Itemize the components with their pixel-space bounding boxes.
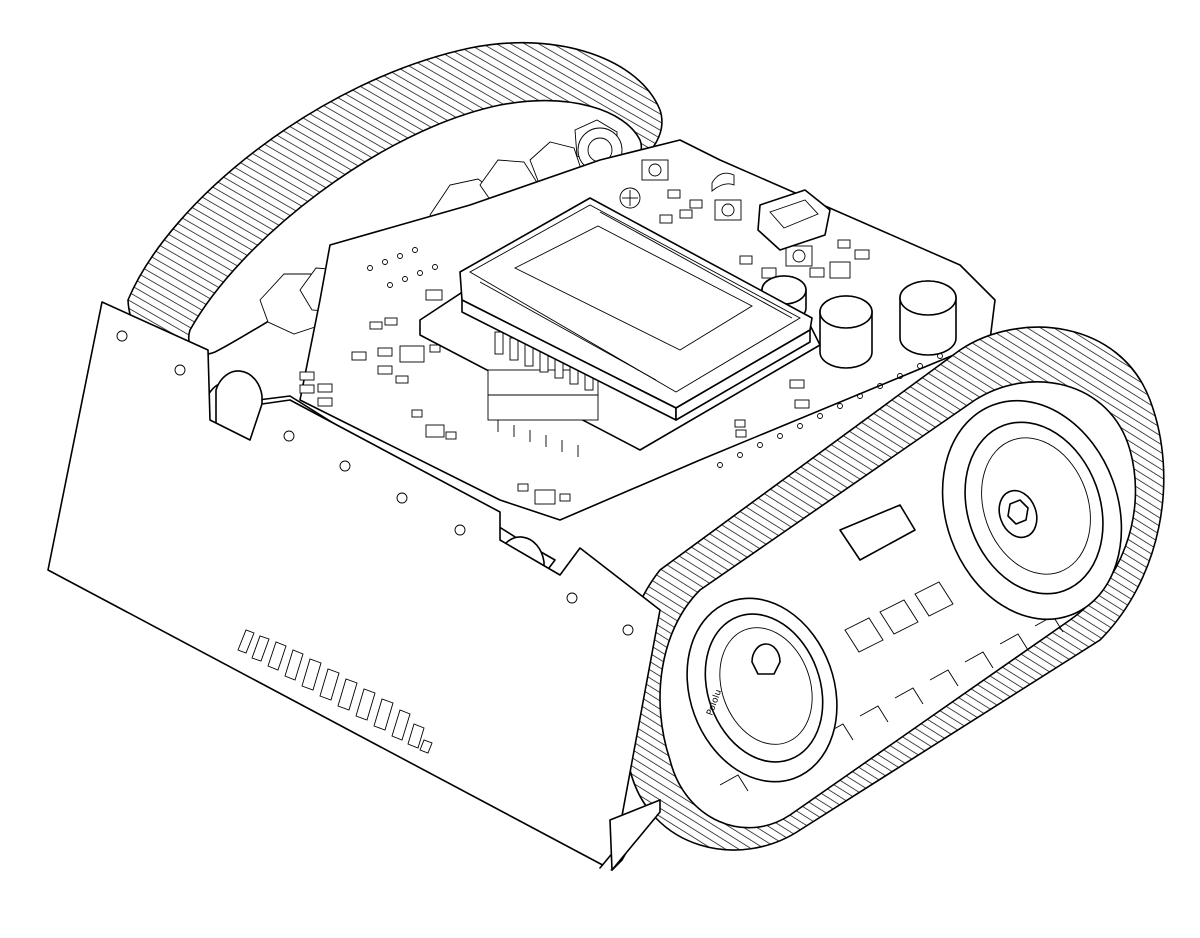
front-wheel: Pololu <box>686 597 838 783</box>
trimpot <box>619 187 641 209</box>
lcd-header-pins <box>487 331 599 457</box>
right-track: Pololu <box>619 326 1165 851</box>
track-bracket <box>839 504 916 561</box>
blade-mounting-holes <box>116 330 634 636</box>
usb-connector <box>757 189 831 251</box>
hex-socket-icon <box>1007 499 1029 525</box>
capacitors <box>761 275 957 369</box>
lcd-screen <box>513 225 753 351</box>
blade-sensor-windows <box>237 629 433 754</box>
smd-components <box>299 189 870 505</box>
mounting-slot <box>711 172 735 192</box>
rear-wheel <box>941 399 1123 621</box>
pushbuttons <box>641 159 813 267</box>
lcd-module <box>419 197 821 457</box>
via-holes <box>367 247 943 468</box>
front-blade <box>47 301 661 871</box>
lcd-bezel <box>469 204 801 393</box>
